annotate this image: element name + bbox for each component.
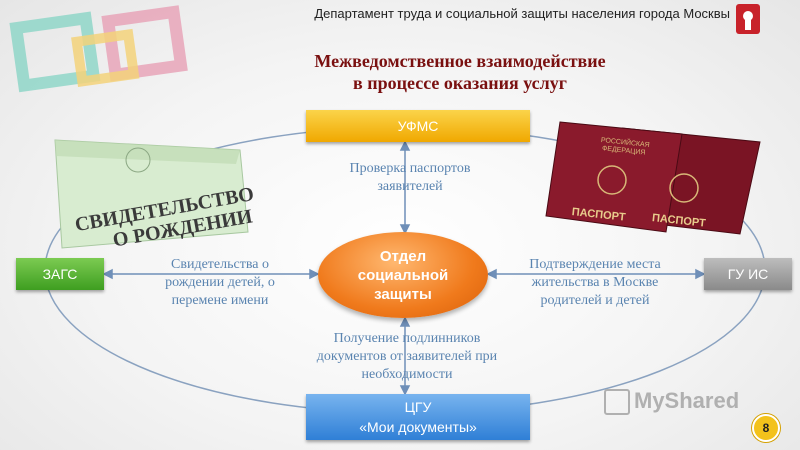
svg-text:ПАСПОРТ: ПАСПОРТ: [571, 206, 626, 224]
center-line-3: защиты: [374, 285, 432, 303]
svg-text:ФЕДЕРАЦИЯ: ФЕДЕРАЦИЯ: [602, 145, 646, 157]
moscow-coat-of-arms-icon: [736, 4, 760, 34]
edge-label-bottom: Получение подлинников документов от заяв…: [316, 331, 498, 382]
title-line-1: Межведомственное взаимодействие: [314, 51, 606, 71]
svg-text:ПАСПОРТ: ПАСПОРТ: [651, 212, 706, 230]
watermark-text: MyShared: [634, 388, 740, 413]
decorative-frames: [9, 5, 188, 93]
watermark: MyShared: [604, 388, 740, 416]
node-cgu: ЦГУ «Мои документы»: [306, 394, 530, 440]
node-ufms: УФМС: [306, 110, 530, 142]
page-title: Межведомственное взаимодействие в процес…: [230, 50, 690, 94]
birth-certificate-image: СВИДЕТЕЛЬСТВО О РОЖДЕНИИ: [54, 139, 256, 252]
edge-label-right: Подтверждение места жительства в Москве …: [529, 257, 661, 308]
slide-number-badge: 8: [752, 414, 780, 442]
edge-label-top: Проверка паспортов заявителей: [349, 161, 471, 194]
passport-image: РОССИЙСКАЯ ФЕДЕРАЦИЯ ПАСПОРТ ПАСПОРТ: [545, 121, 761, 235]
node-gu-is: ГУ ИС: [704, 258, 792, 290]
node-social-protection-department: Отдел социальной защиты: [318, 232, 488, 318]
title-line-2: в процессе оказания услуг: [353, 73, 567, 93]
node-zags: ЗАГС: [16, 258, 104, 290]
center-line-2: социальной: [357, 266, 449, 284]
edge-label-left: Свидетельства о рождении детей, о переме…: [165, 257, 275, 308]
cgu-line-2: «Мои документы»: [359, 419, 477, 435]
department-header: Департамент труда и социальной защиты на…: [314, 6, 730, 21]
watermark-logo-icon: [604, 389, 630, 416]
cgu-line-1: ЦГУ: [404, 399, 432, 415]
center-line-1: Отдел: [379, 247, 427, 265]
